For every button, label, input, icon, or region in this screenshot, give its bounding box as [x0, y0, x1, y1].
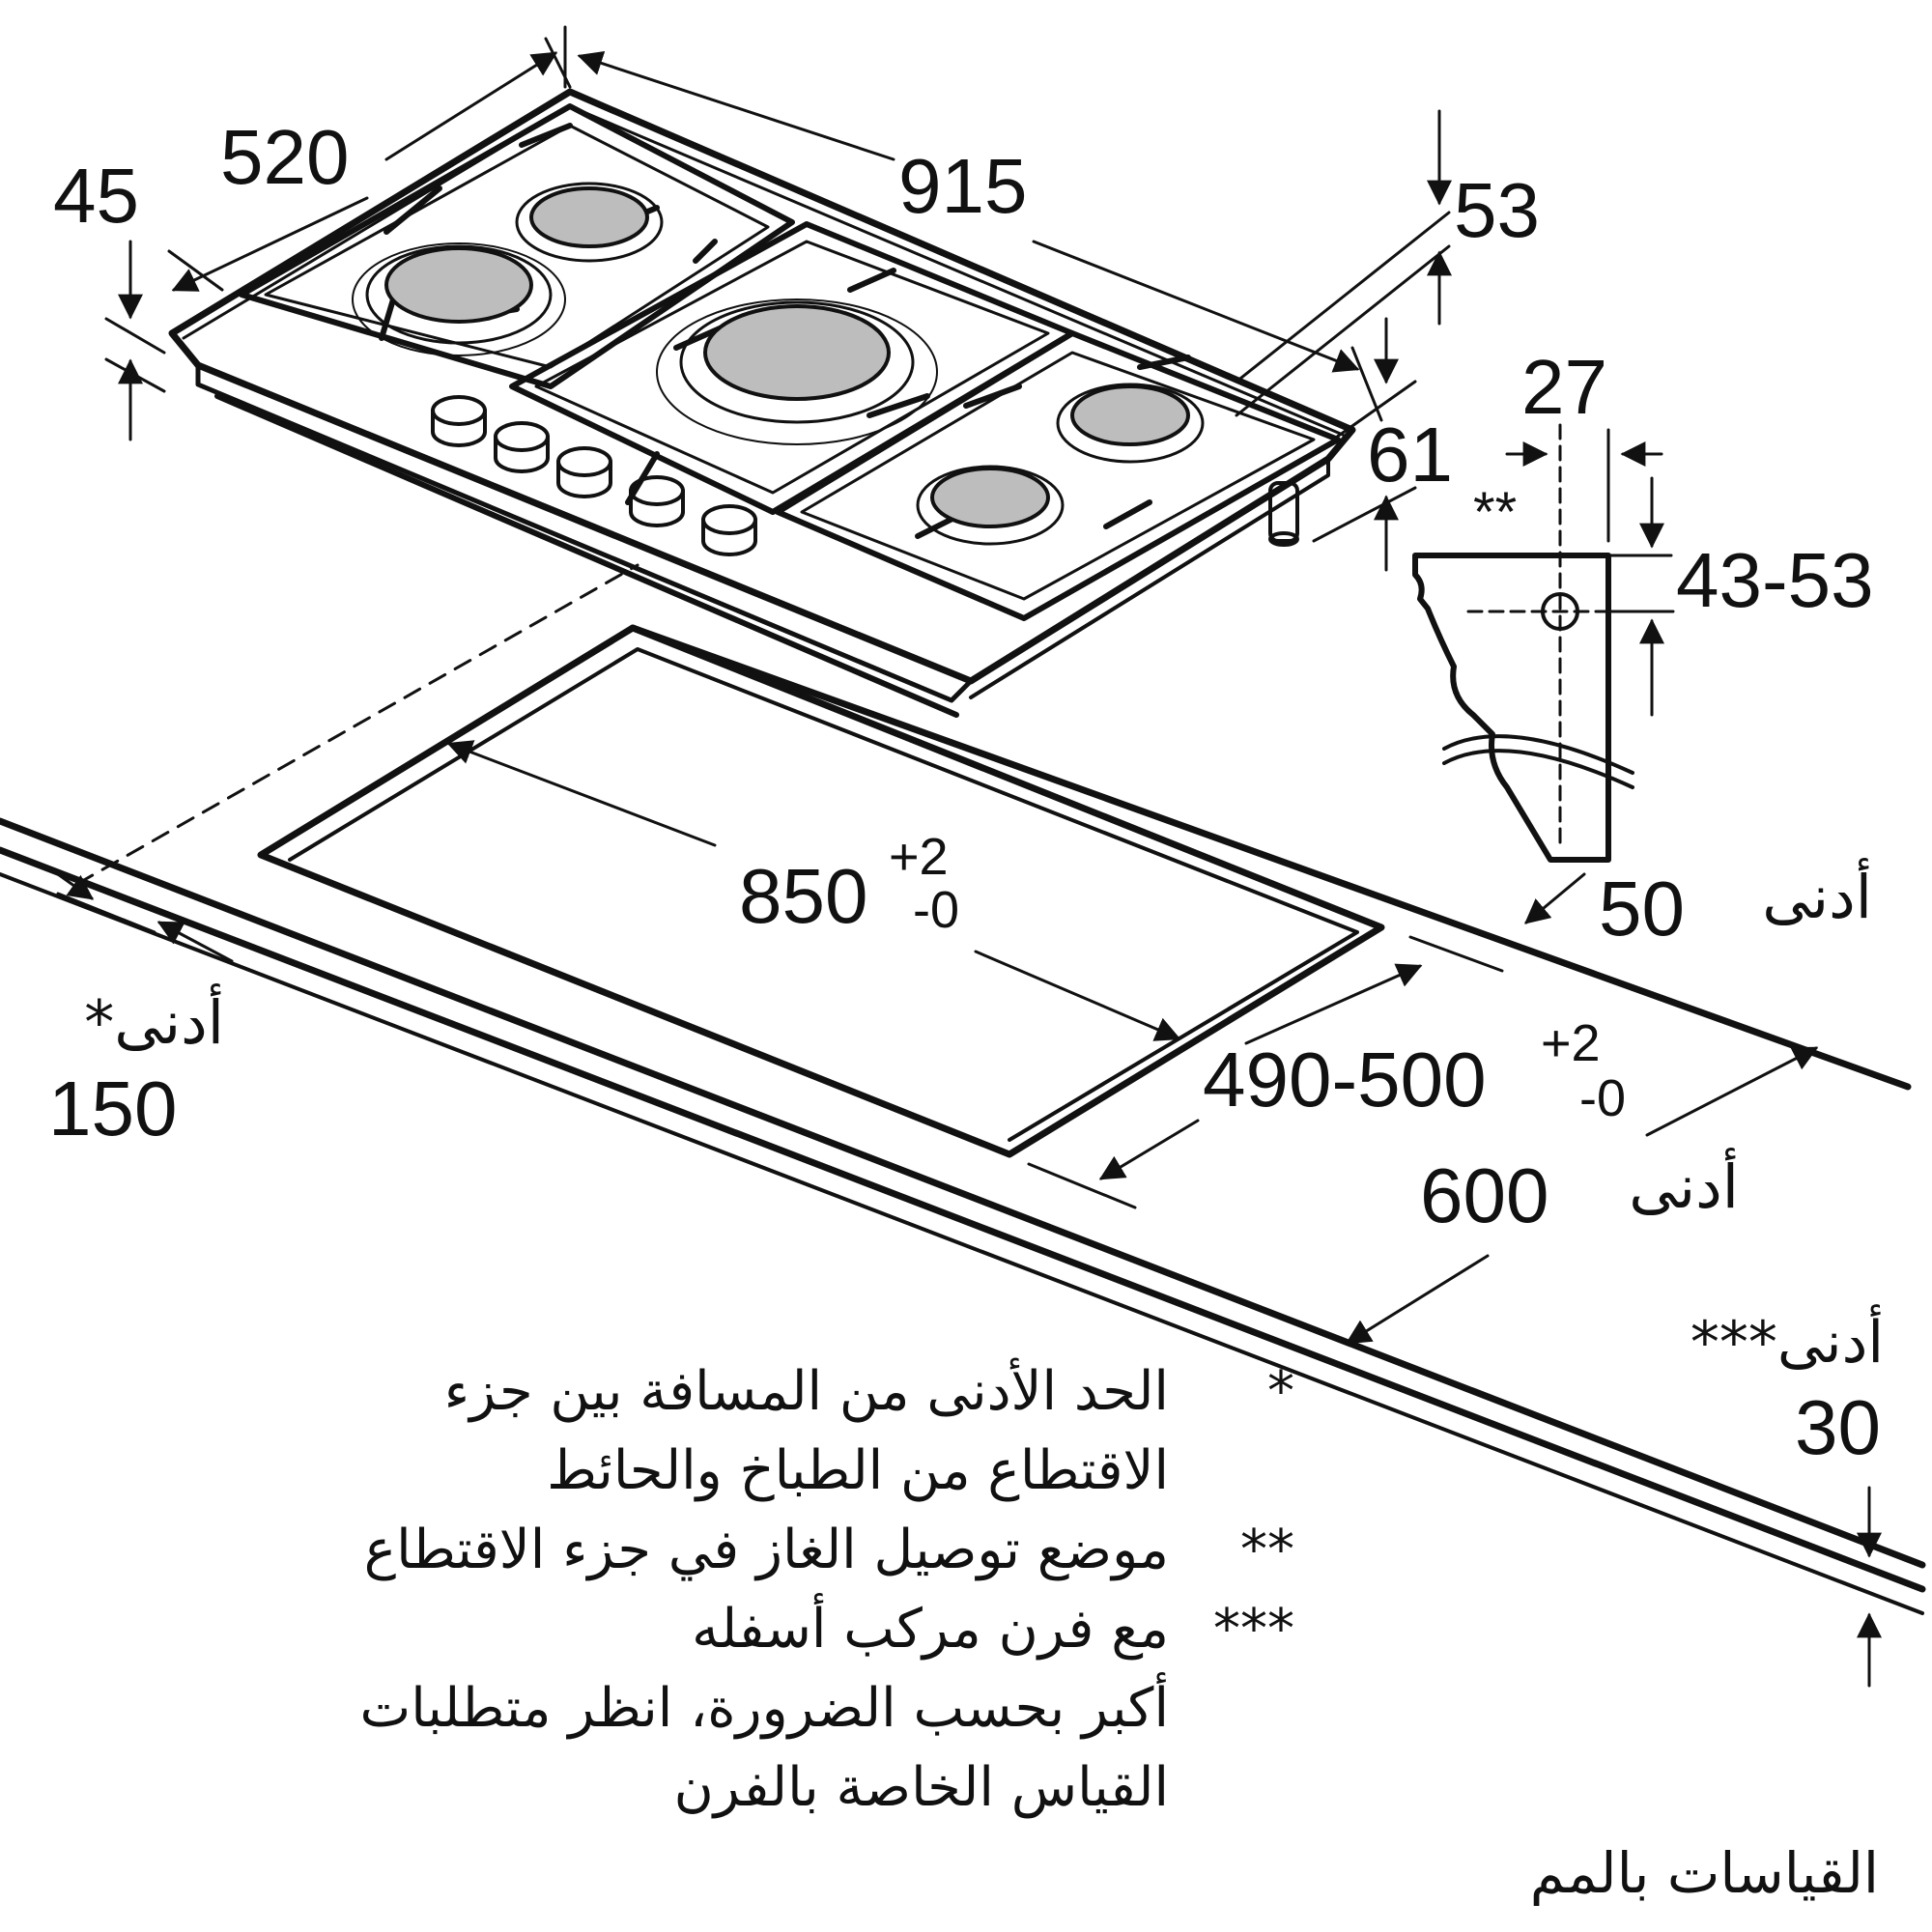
dim-53: 53 [1454, 167, 1540, 253]
burner-rear-right [1056, 383, 1205, 464]
worktop [0, 563, 1926, 1615]
dim-min600-value: 600 [1420, 1152, 1548, 1238]
footnote-2-line-1: موضع توصيل الغاز في جزء الاقتطاع [363, 1519, 1169, 1581]
control-knobs [431, 395, 757, 556]
dim-min150-value: 150 [48, 1065, 177, 1151]
dim-min50-label: أدنى [1762, 858, 1872, 932]
dim-min30-value: 30 [1795, 1384, 1881, 1470]
dim-45: 45 [53, 153, 139, 239]
burner-front-right [916, 465, 1065, 546]
footnote-3: *** مع فرن مركب أسفله أكبر بحسب الضرورة،… [39, 1590, 1294, 1828]
footnote-1-mark: * [1267, 1360, 1294, 1423]
units-note: القياسات بالمم [1529, 1840, 1879, 1906]
dimension-lines [56, 25, 1882, 1688]
footnote-3-line-3: القياس الخاصة بالفرن [673, 1756, 1169, 1819]
burner-front-left [352, 242, 566, 356]
dim-915: 915 [898, 143, 1027, 229]
dim-cutout-depth-tol-minus: -0 [1579, 1069, 1626, 1127]
footnote-1-line-1: الحد الأدنى من المسافة بين جزء [443, 1360, 1169, 1423]
dim-520: 520 [220, 114, 349, 200]
pan-support-right [775, 330, 1341, 621]
burner-rear-left [515, 182, 664, 263]
dim-61: 61 [1367, 412, 1453, 497]
dim-cutout-width-tol-plus: +2 [889, 828, 949, 886]
footnotes: * الحد الأدنى من المسافة بين جزء الاقتطا… [39, 1352, 1294, 1828]
dim-cutout-depth-tol-plus: +2 [1541, 1014, 1601, 1072]
dim-cutout-depth: 490-500 [1203, 1037, 1487, 1122]
dim-min150-label: *أدنى [84, 983, 224, 1058]
footnote-3-line-1: مع فرن مركب أسفله [692, 1598, 1169, 1661]
dim-cutout-width: 850 [739, 853, 867, 939]
hob [168, 88, 1356, 718]
footnote-1: * الحد الأدنى من المسافة بين جزء الاقتطا… [39, 1352, 1294, 1511]
dim-27: 27 [1521, 344, 1607, 430]
footnote-2-mark: ** [1240, 1519, 1294, 1581]
dim-cutout-width-tol-minus: -0 [913, 881, 959, 939]
footnote-3-mark: *** [1213, 1598, 1294, 1661]
dim-min30-label: ***أدنى [1690, 1304, 1884, 1377]
gas-connection-mark: ** [1473, 481, 1517, 544]
footnote-1-line-2: الاقتطاع من الطباخ والحائط [547, 1439, 1169, 1502]
footnote-2: ** موضع توصيل الغاز في جزء الاقتطاع [39, 1511, 1294, 1590]
gas-connection-profile [1412, 423, 1683, 863]
dim-43-53: 43-53 [1676, 537, 1874, 623]
dim-min50-value: 50 [1599, 866, 1685, 952]
dim-min600-label: أدنى [1629, 1148, 1739, 1222]
footnote-3-line-2: أكبر بحسب الضرورة، انظر متطلبات [359, 1677, 1169, 1740]
burner-center-wok [656, 298, 938, 445]
